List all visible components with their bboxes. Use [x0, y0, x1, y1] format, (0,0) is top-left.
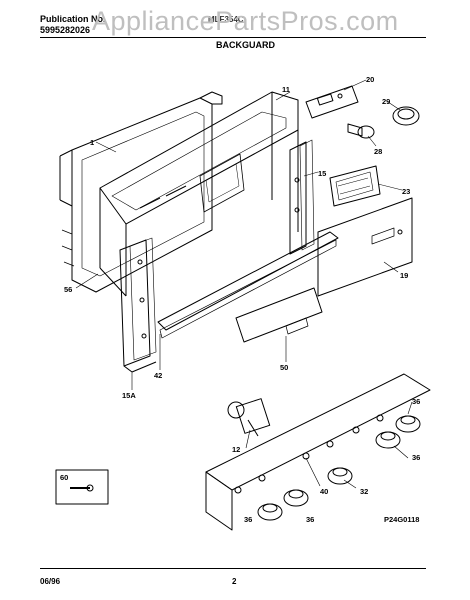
control-panel-overlay-part	[317, 197, 413, 297]
callout-15A: 15A	[122, 391, 136, 400]
callout-36-bottom: 36	[306, 515, 314, 524]
publication-label: Publication No.	[40, 14, 106, 24]
callout-15: 15	[318, 169, 326, 178]
footer-date: 06/96	[40, 577, 61, 586]
callout-50: 50	[280, 363, 288, 372]
clock-shaft-part	[347, 123, 375, 139]
callout-29: 29	[382, 97, 390, 106]
clock-knob-part	[392, 106, 420, 126]
leader-lines	[75, 79, 413, 489]
section-title: BACKGUARD	[216, 40, 275, 50]
publication-number: 5995282026	[40, 25, 91, 35]
callout-32: 32	[360, 487, 368, 496]
switch-part	[227, 398, 271, 437]
side-bracket-part	[289, 139, 315, 255]
callout-36-top: 36	[412, 397, 420, 406]
rear-panel-part	[59, 91, 223, 293]
lens-part	[235, 287, 323, 343]
callout-36-bottom-left: 36	[244, 515, 252, 524]
lower-control-panel-part	[205, 373, 431, 531]
callout-60: 60	[60, 473, 68, 482]
callout-56: 56	[64, 285, 72, 294]
callout-labels: 1 11 20 29 28 15 23 56 19 42 50 15A 36 3…	[60, 75, 420, 524]
trim-strip-part	[157, 231, 339, 339]
model-number: MLF354C	[208, 15, 244, 24]
callout-12: 12	[232, 445, 240, 454]
diagram-id: P24G0118	[384, 515, 419, 524]
callout-42: 42	[154, 371, 162, 380]
callout-19: 19	[400, 271, 408, 280]
left-bracket-part	[119, 237, 157, 373]
callout-11: 11	[282, 85, 290, 94]
burner-knob-part	[257, 415, 421, 521]
callout-36-right: 36	[412, 453, 420, 462]
clock-board-part	[305, 85, 359, 119]
site-watermark: AppliancePartsPros.com	[92, 6, 399, 36]
header-rule	[40, 37, 426, 38]
display-window-part	[329, 165, 381, 207]
callout-40: 40	[320, 487, 328, 496]
screw-inset-box	[55, 469, 109, 505]
callout-1: 1	[90, 138, 94, 147]
callout-28: 28	[374, 147, 382, 156]
callout-23: 23	[402, 187, 410, 196]
backguard-frame-part	[99, 91, 299, 297]
footer-rule	[40, 568, 426, 569]
callout-20: 20	[366, 75, 374, 84]
footer-page-number: 2	[232, 577, 237, 586]
